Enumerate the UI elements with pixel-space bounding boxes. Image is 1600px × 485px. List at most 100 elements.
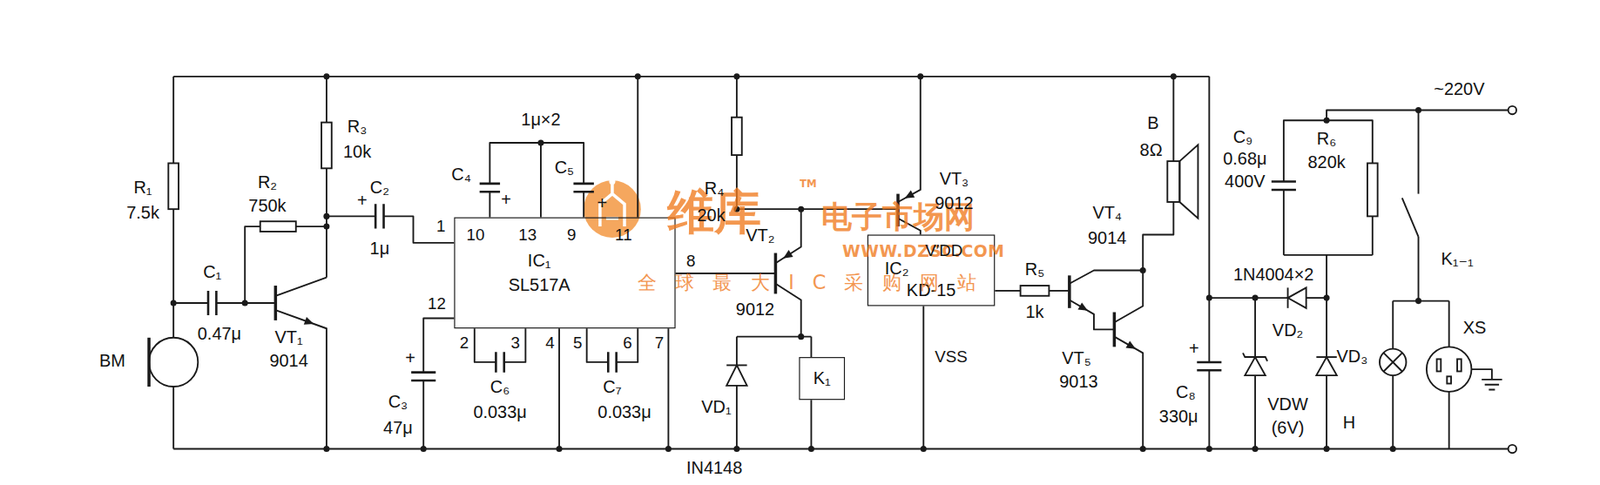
component-label: VD₂ xyxy=(1272,322,1303,342)
diode-symbol xyxy=(1316,357,1337,376)
pin-label: 4 xyxy=(545,333,554,352)
junction-dot xyxy=(1415,297,1422,304)
pin-label: 3 xyxy=(510,333,520,352)
wire xyxy=(1325,255,1328,358)
transistor-base-bar xyxy=(1113,312,1117,348)
wire xyxy=(540,142,542,218)
wire xyxy=(1391,301,1394,350)
pin-label: 5 xyxy=(573,333,582,352)
junction-dot xyxy=(323,445,330,453)
wire xyxy=(172,76,175,164)
wire xyxy=(384,216,455,243)
resistor-symbol xyxy=(168,117,1378,297)
junction-dot xyxy=(733,445,740,453)
component-value: 750k xyxy=(248,197,286,217)
component-label: C₇ xyxy=(602,378,622,398)
emitter-arrow xyxy=(1126,340,1136,349)
wire xyxy=(275,310,327,449)
speaker-symbol xyxy=(1179,144,1198,218)
component-label: VD₃ xyxy=(1336,347,1368,367)
wire xyxy=(1208,297,1288,299)
wire xyxy=(1283,254,1373,257)
junction-dot xyxy=(1323,445,1330,453)
capacitor-symbol xyxy=(411,372,436,381)
diode-symbol xyxy=(1242,352,1268,361)
wire xyxy=(1069,299,1115,330)
wire xyxy=(488,191,491,217)
wire xyxy=(1471,369,1502,390)
pin-label: 12 xyxy=(427,295,446,314)
wire xyxy=(244,226,261,304)
junction-dot xyxy=(242,299,249,306)
junction-dot xyxy=(537,140,544,147)
junction-dot xyxy=(1323,295,1330,302)
component-label: R₄ xyxy=(704,180,725,200)
wire xyxy=(994,290,1020,292)
component-label: C₃ xyxy=(388,393,408,413)
junction-dot xyxy=(1206,445,1213,453)
wire xyxy=(582,191,585,217)
component-value: (6V) xyxy=(1271,418,1305,439)
capacitor-symbol xyxy=(573,183,594,192)
wire xyxy=(275,277,327,297)
polarity-mark: + xyxy=(596,194,608,214)
wire xyxy=(1172,76,1175,162)
wire xyxy=(173,448,1508,451)
component-value: 1μ×2 xyxy=(520,110,561,130)
watermark-logo xyxy=(583,180,642,238)
wire xyxy=(735,337,738,366)
wire xyxy=(1208,76,1210,363)
pin-label: 8 xyxy=(686,252,696,271)
wire xyxy=(474,328,497,363)
wire xyxy=(810,337,812,358)
microphone-symbol xyxy=(148,337,198,387)
component-label: H xyxy=(1343,413,1356,433)
component-label: B xyxy=(1147,114,1159,135)
socket-symbol xyxy=(1457,358,1462,372)
watermark-logo xyxy=(583,178,642,238)
wire xyxy=(1048,290,1069,292)
wire xyxy=(735,385,738,450)
wire xyxy=(1282,189,1285,256)
wire xyxy=(558,328,561,449)
component-label: C₁ xyxy=(202,263,222,284)
junction-dot xyxy=(1390,445,1397,453)
component-value: 10k xyxy=(343,143,372,163)
component-label: C₈ xyxy=(1175,383,1196,403)
component-label: C₅ xyxy=(554,158,574,178)
node-text: SL517A xyxy=(508,275,571,296)
junction-dot xyxy=(323,223,330,230)
microphone-symbol xyxy=(147,337,151,387)
junction-dot xyxy=(1415,107,1422,114)
resistor-symbol xyxy=(1020,285,1050,297)
wire xyxy=(326,215,376,217)
wire xyxy=(325,76,328,123)
junction-dot xyxy=(917,73,924,80)
component-value: 820k xyxy=(1307,154,1345,174)
resistor-symbol xyxy=(731,117,743,156)
pin-label: 6 xyxy=(622,333,632,352)
wire xyxy=(1448,391,1451,450)
component-value: 1k xyxy=(1025,303,1044,324)
wire xyxy=(1417,110,1420,195)
component-label: C₉ xyxy=(1233,128,1253,148)
resistor-symbol xyxy=(1367,162,1378,217)
junction-dot xyxy=(1206,295,1213,302)
component-value: 0.68μ xyxy=(1222,150,1267,170)
junction-dot xyxy=(920,445,927,453)
watermark-text: TM xyxy=(799,177,817,190)
transistor-base-bar xyxy=(1067,275,1072,308)
component-label: VT₃ xyxy=(939,169,970,190)
pin-label: V′DD xyxy=(924,242,963,261)
wire xyxy=(504,328,527,363)
socket-symbol xyxy=(1426,346,1472,392)
speaker-symbol xyxy=(1167,144,1198,218)
junction-dot xyxy=(797,333,804,340)
wire xyxy=(1069,270,1143,284)
wire xyxy=(1208,370,1210,449)
wire xyxy=(173,302,209,304)
transistor-base-bar xyxy=(274,285,278,321)
